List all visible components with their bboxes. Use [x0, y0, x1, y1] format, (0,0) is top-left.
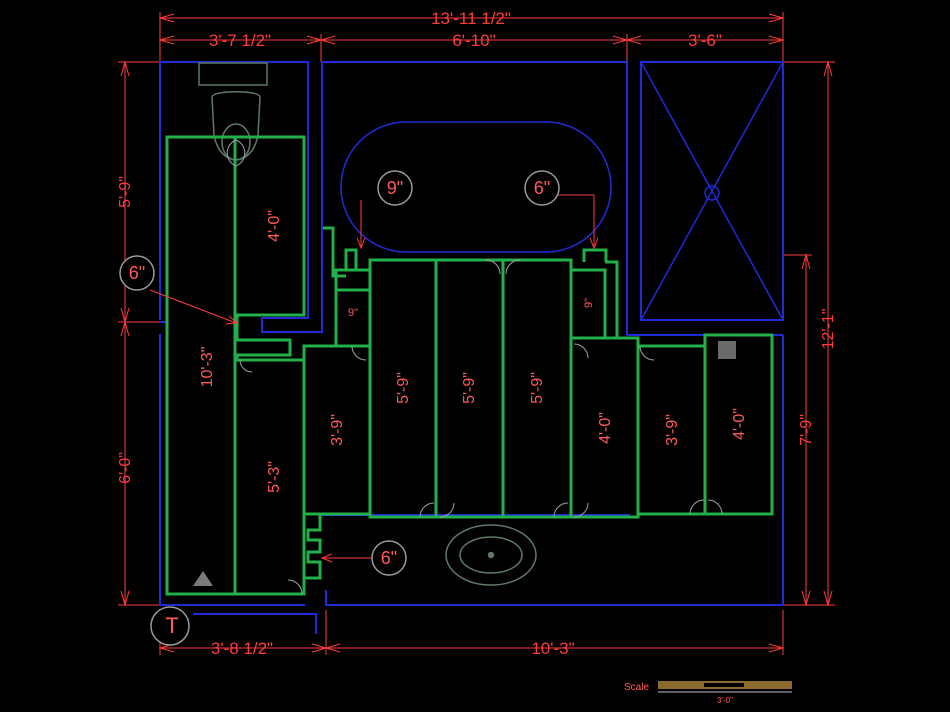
cabinet-label-right-3: 4'-0" [731, 408, 748, 440]
cabinet-label-left-upper: 4'-0" [266, 210, 283, 242]
marker-corner: T [150, 606, 190, 646]
scale-label: Scale [624, 682, 649, 693]
cabinet-label-bank-2: 5'-9" [461, 372, 478, 404]
cabinets [165, 135, 774, 596]
svg-text:6": 6" [534, 178, 550, 198]
svg-text:6": 6" [381, 548, 397, 568]
cabinet-label-bank-1: 5'-9" [395, 372, 412, 404]
scale-bar: Scale 3'-0" [624, 681, 792, 705]
sink [445, 524, 537, 586]
marker-tub-right: 6" [524, 170, 560, 206]
cabinet-label-mid-left: 3'-9" [329, 414, 346, 446]
scale-value: 3'-0" [717, 696, 733, 705]
marker-left-wall: 6" [119, 255, 155, 291]
door-swings [226, 139, 723, 595]
overall-width-dimension: 13'-11 1/2" [431, 9, 511, 28]
toilet [198, 62, 268, 161]
svg-text:9": 9" [387, 178, 403, 198]
cabinet-label-left-lower: 5'-3" [266, 461, 283, 493]
cabinet-label-right-1: 4'-0" [597, 412, 614, 444]
square-symbol [718, 341, 736, 359]
triangle-symbol [193, 571, 213, 586]
bottom-right-dimension: 10'-3" [531, 639, 574, 658]
marker-tub-left: 9" [377, 170, 413, 206]
left-upper-dimension: 5'-9" [117, 176, 134, 208]
top-right-dimension: 3'-6" [688, 31, 722, 50]
marker-bottom: 6" [371, 540, 407, 576]
cabinet-label-right-2: 3'-9" [664, 414, 681, 446]
cabinet-label-bank-3: 5'-9" [529, 372, 546, 404]
left-lower-dimension: 6'-0" [117, 452, 134, 484]
dimension-lines [118, 12, 835, 655]
cabinet-label-small-right: 9" [583, 298, 595, 308]
bottom-left-dimension: 3'-8 1/2" [211, 639, 273, 658]
callout-leaders [149, 194, 599, 563]
right-overall-dimension: 12'-1" [820, 309, 837, 350]
bathtub [340, 121, 612, 253]
cabinet-label-small-left: 9" [348, 307, 358, 319]
svg-text:T: T [165, 613, 178, 638]
top-left-dimension: 3'-7 1/2" [209, 31, 271, 50]
shower [640, 61, 784, 321]
right-lower-dimension: 7'-9" [798, 414, 815, 446]
svg-text:6": 6" [129, 263, 145, 283]
cabinet-label-left-tall: 10'-3" [199, 347, 216, 388]
top-middle-dimension: 6'-10" [452, 31, 495, 50]
